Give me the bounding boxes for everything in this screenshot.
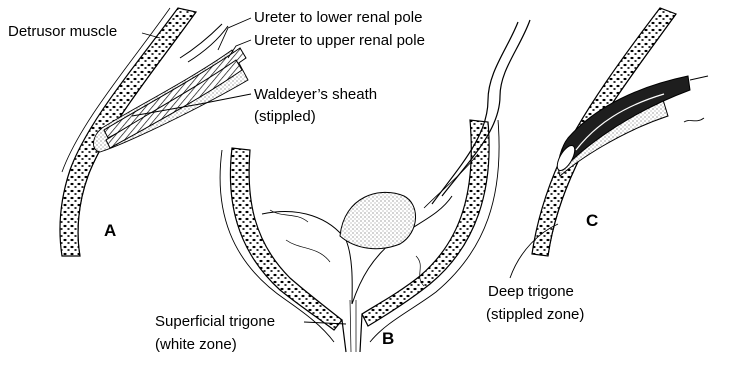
panel-b-drawing [220,20,530,352]
label-detrusor-muscle: Detrusor muscle [8,23,117,40]
panel-letter-b: B [382,329,394,348]
leader-lines [132,18,558,324]
label-ureter-lower-pole: Ureter to lower renal pole [254,9,422,26]
panel-letter-c: C [586,211,598,230]
label-deep-stippled-zone: (stippled zone) [486,306,584,323]
label-waldeyer-sheath: Waldeyer’s sheath [254,86,377,103]
panel-letter-a: A [104,221,116,240]
label-deep-trigone: Deep trigone [488,283,574,300]
label-superficial-white-zone: (white zone) [155,336,237,353]
label-waldeyer-stippled: (stippled) [254,108,316,125]
panel-c-drawing [532,8,708,256]
label-superficial-trigone: Superficial trigone [155,313,275,330]
label-ureter-upper-pole: Ureter to upper renal pole [254,32,425,49]
leader-ureter-lower [218,18,251,50]
